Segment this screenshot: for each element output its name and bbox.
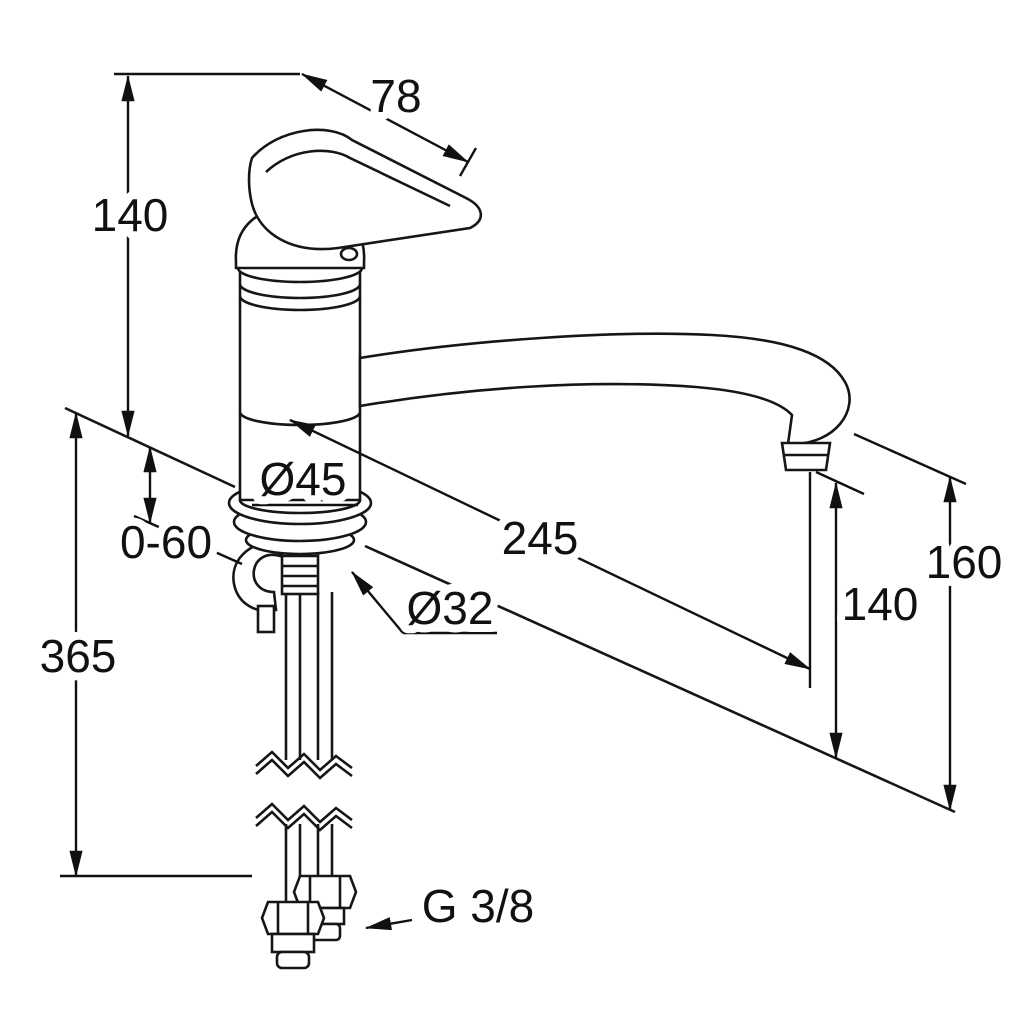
dim-label-245: 245 (502, 512, 579, 564)
hose-break-zigzag (255, 810, 353, 832)
dimension-handle-length: 78 (301, 62, 478, 177)
leader-line (351, 571, 404, 634)
dimension-outlet-height: 140 (815, 470, 926, 760)
dimension-spout-height: 160 (853, 432, 1010, 812)
dimension-line (289, 418, 811, 671)
dimension-height-above-deck: 140 (84, 72, 300, 438)
hose-break-zigzag (255, 750, 353, 772)
dimension-connection-thread: G 3/8 (364, 872, 542, 940)
aerator (780, 441, 832, 472)
dimension-line (301, 72, 469, 164)
hose-break-zigzag (255, 802, 353, 824)
dimension-body-diameter: Ø45 (252, 445, 358, 513)
supply-hoses (255, 592, 358, 970)
dimension-deck-thickness: 0-60 (112, 445, 243, 576)
dim-label-365: 365 (40, 630, 117, 682)
dim-label-d45: Ø45 (260, 453, 347, 505)
dimension-hole-diameter: Ø32 (351, 571, 501, 642)
body-ring (238, 283, 362, 300)
leader-line (364, 917, 413, 931)
dim-label-g38: G 3/8 (422, 880, 535, 932)
dim-label-140-right: 140 (842, 578, 919, 630)
hose-break-zigzag (255, 758, 353, 780)
dim-label-0-60: 0-60 (120, 516, 212, 568)
spout (358, 332, 851, 446)
body-ring (238, 295, 362, 312)
lever-handle (247, 128, 483, 251)
indicator-dot (339, 246, 359, 262)
bracket-tab (256, 604, 276, 634)
dimension-spout-reach: 245 (289, 418, 812, 688)
dim-label-d32: Ø32 (407, 582, 494, 634)
left-hose-cap (275, 950, 311, 970)
extension-line (853, 432, 967, 486)
dim-label-78: 78 (370, 70, 421, 122)
dim-label-160: 160 (926, 536, 1003, 588)
left-hose-nut (260, 900, 326, 936)
dim-label-140-left: 140 (92, 189, 169, 241)
extension-line (815, 470, 865, 496)
left-hose-collar (270, 932, 316, 954)
dimension-below-deck-height: 365 (32, 411, 252, 878)
